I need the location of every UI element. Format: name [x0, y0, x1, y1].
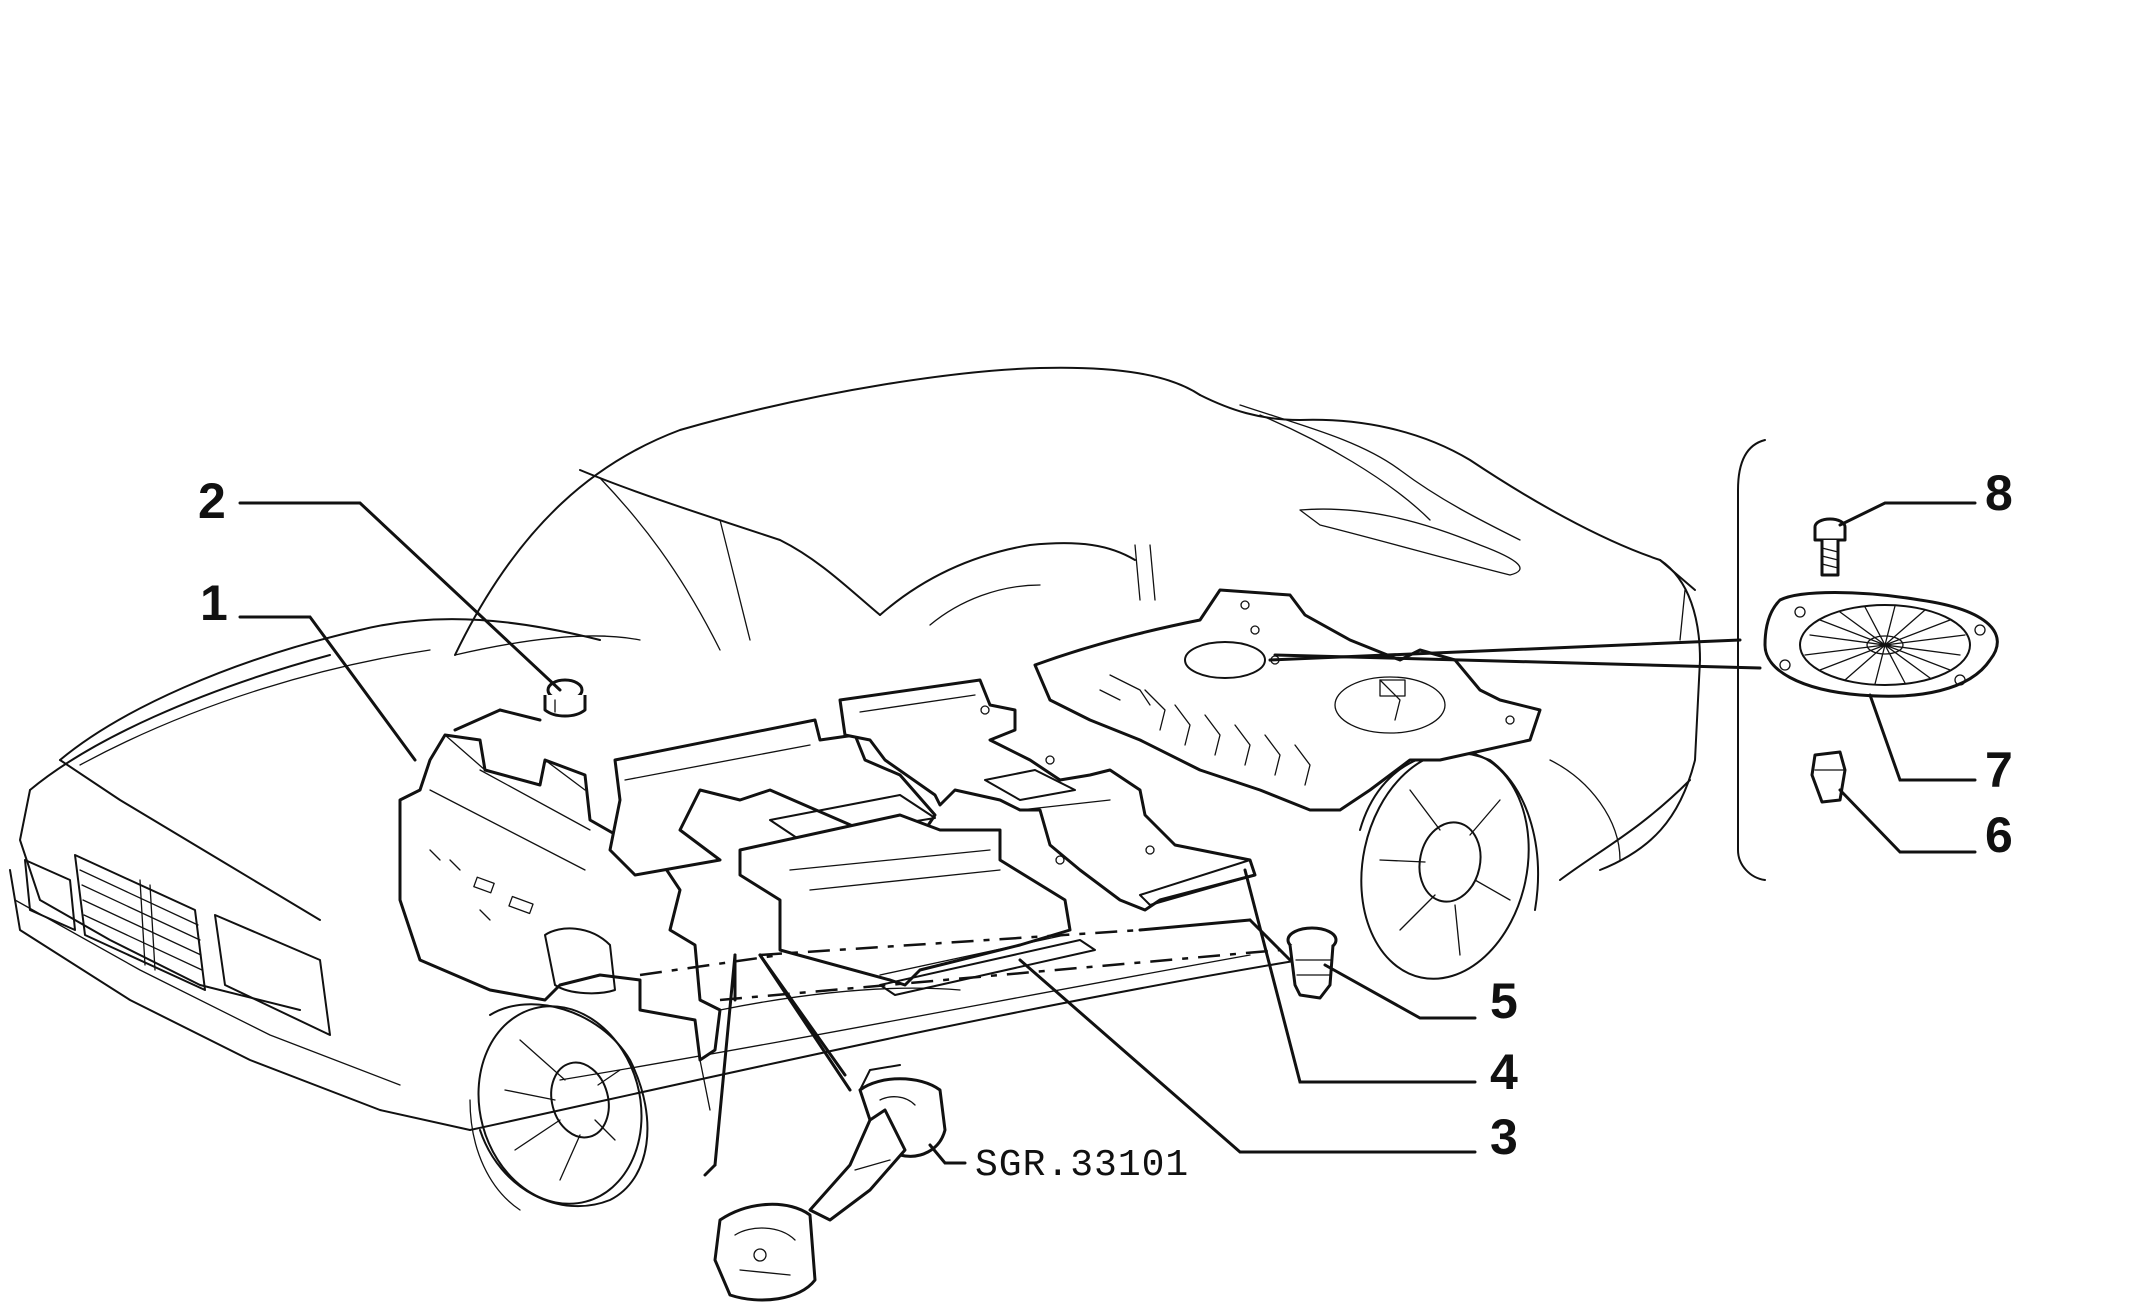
- callout-3: 3: [1490, 1109, 1518, 1165]
- front-wheel: [469, 1003, 649, 1211]
- part-5-plug: [1286, 926, 1338, 1000]
- callout-8: 8: [1985, 465, 2013, 521]
- rear-wheel: [1359, 750, 1539, 980]
- part-4-rear-carpet: [838, 678, 1257, 912]
- car-body-outline: [9, 366, 1701, 1211]
- front-grille: [74, 854, 206, 991]
- callout-1: 1: [200, 575, 228, 631]
- part-1-front-panel: [398, 733, 722, 1062]
- callout-7: 7: [1985, 742, 2013, 798]
- part-2-clip: [543, 678, 587, 718]
- rear-floor-panel: [1033, 588, 1542, 812]
- group-bracket: [1737, 439, 1766, 881]
- leader-lines: [238, 501, 1977, 1165]
- callout-6: 6: [1985, 807, 2013, 863]
- callout-2: 2: [198, 473, 226, 529]
- reference-code: SGR.33101: [975, 1144, 1189, 1187]
- part-8-screw: [1813, 517, 1847, 577]
- part-7-speaker: [1763, 591, 1999, 698]
- part-3-front-carpet: [608, 718, 1096, 996]
- part-6-nut-clip: [1810, 750, 1847, 804]
- callout-4: 4: [1490, 1044, 1518, 1100]
- assembly-lines: [453, 708, 1292, 1177]
- callout-5: 5: [1490, 973, 1518, 1029]
- subassembly-sgr-33101: [713, 1064, 947, 1302]
